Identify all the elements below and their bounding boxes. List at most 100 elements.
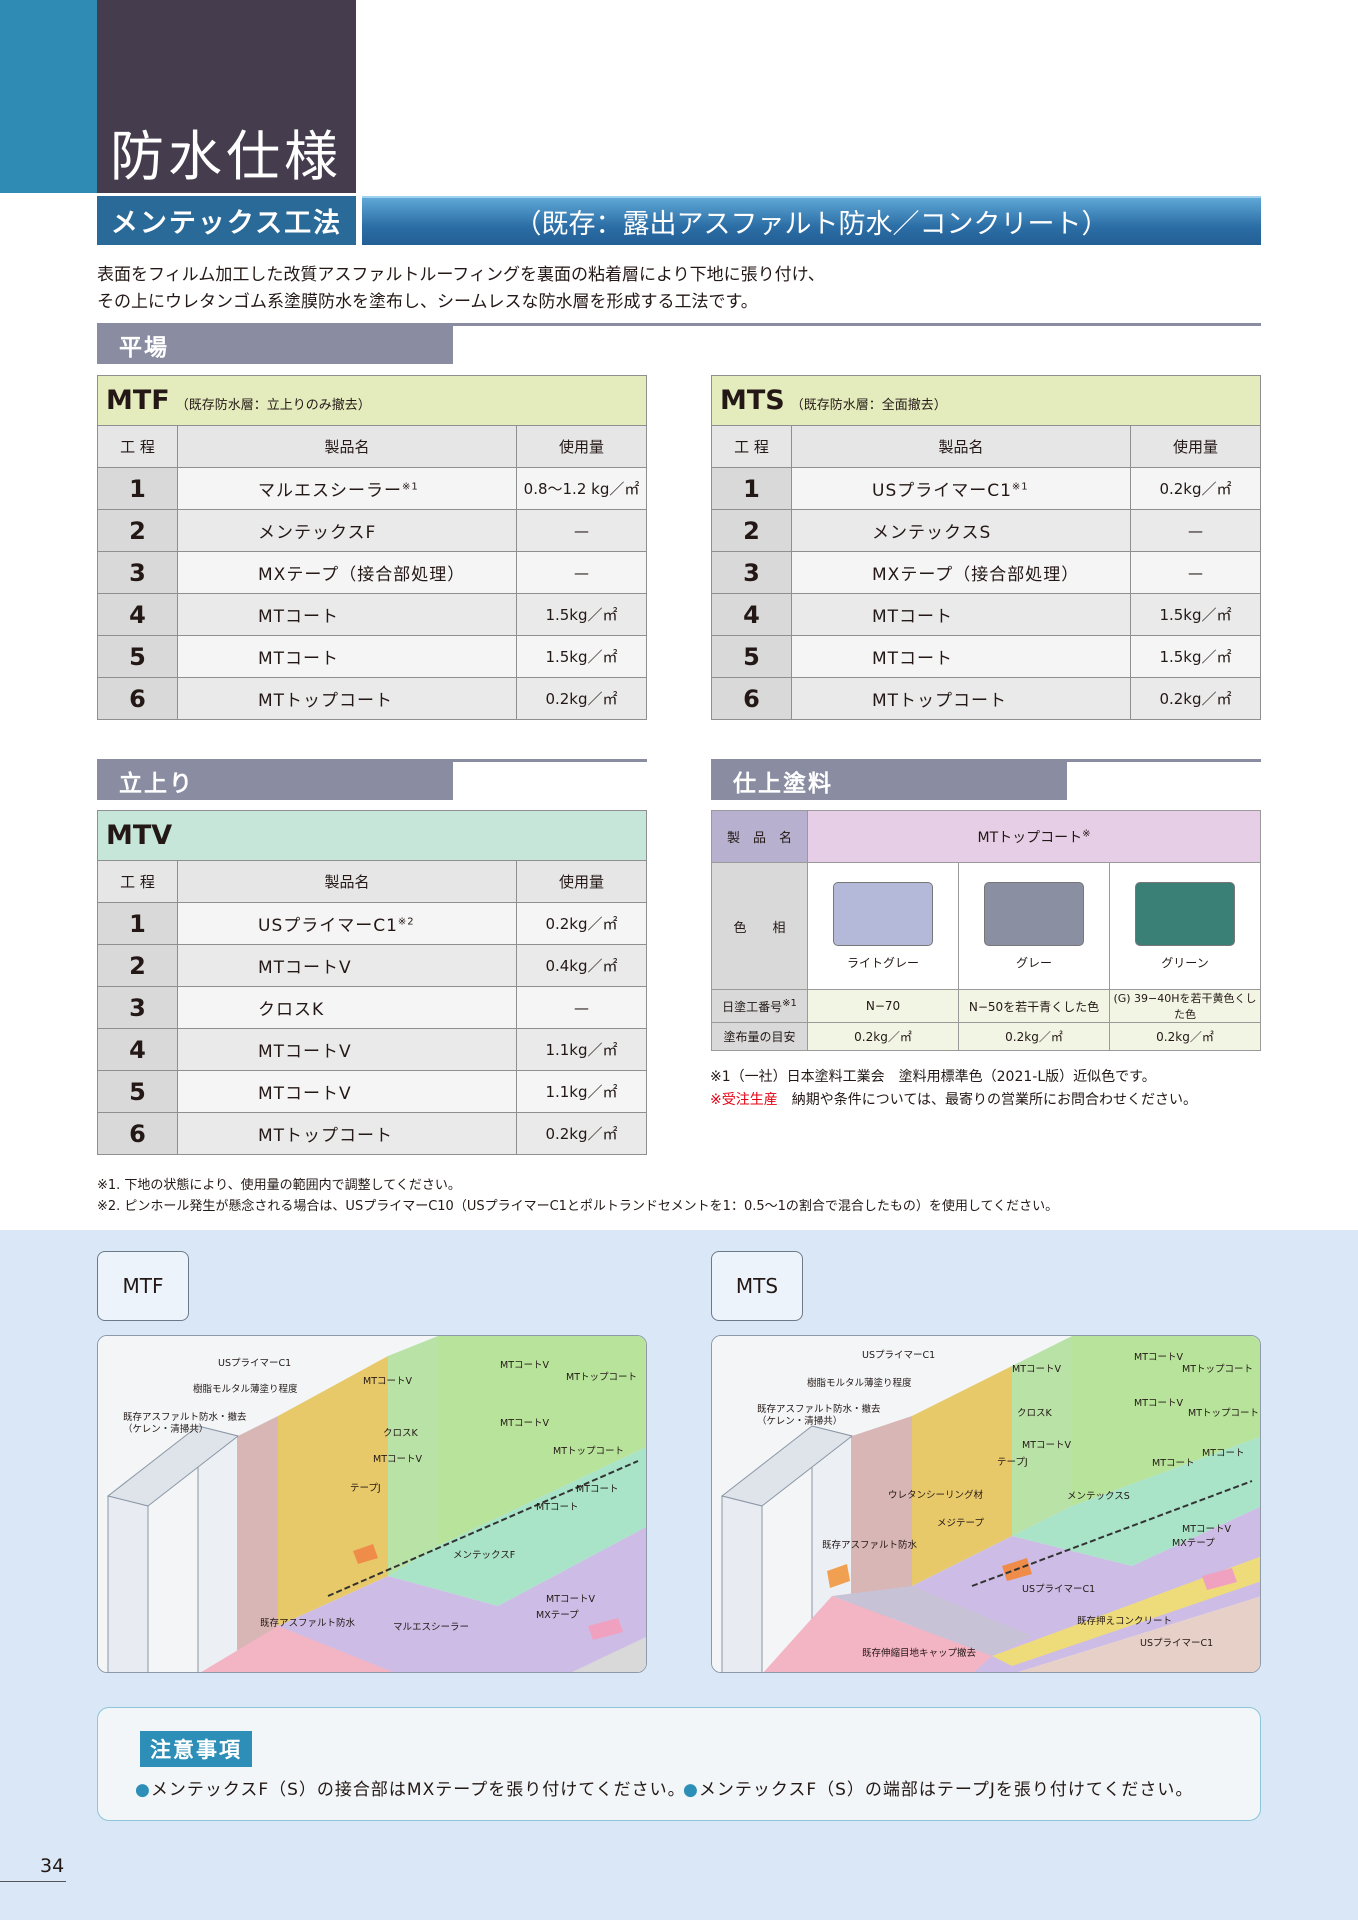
svg-text:USプライマーC1: USプライマーC1 (218, 1358, 291, 1369)
mts-note: （既存防水層：全面撤去） (790, 398, 947, 413)
col-amount: 使用量 (516, 425, 647, 468)
swatch-light-gray (833, 881, 933, 946)
header-title-band (97, 0, 356, 193)
svg-text:MTコートV: MTコートV (500, 1360, 549, 1371)
svg-text:マルエスシーラー: マルエスシーラー (393, 1622, 469, 1633)
svg-text:（ケレン・清掃共）: （ケレン・清掃共） (123, 1423, 208, 1435)
svg-text:樹脂モルタル薄塗り程度: 樹脂モルタル薄塗り程度 (807, 1377, 912, 1389)
diagram-tab-mts: MTS (711, 1251, 803, 1321)
svg-text:クロスK: クロスK (1017, 1408, 1053, 1419)
swatch-gray (984, 881, 1084, 946)
page-title: 防水仕様 (110, 125, 342, 188)
footnotes: ※1. 下地の状態により、使用量の範囲内で調整してください。 ※2. ピンホール… (97, 1175, 1058, 1217)
caution-item-2: ●メンテックスF（S）の端部はテープJを張り付けてください。 (683, 1780, 1194, 1800)
intro-line-1: 表面をフィルム加工した改質アスファルトルーフィングを裏面の粘着層により下地に張り… (97, 265, 825, 285)
svg-text:既存アスファルト防水・撤去: 既存アスファルト防水・撤去 (123, 1411, 247, 1423)
svg-text:MTトップコート: MTトップコート (566, 1372, 637, 1383)
col-product: 製品名 (177, 425, 517, 468)
svg-text:MTコート: MTコート (1152, 1458, 1195, 1469)
svg-text:MTコート: MTコート (1202, 1448, 1245, 1459)
mtf-diagram-labels: USプライマーC1 樹脂モルタル薄塗り程度 既存アスファルト防水・撤去 （ケレン… (123, 1358, 637, 1633)
method-name: メンテックス工法 (97, 196, 356, 245)
svg-text:MXテープ: MXテープ (536, 1610, 579, 1621)
color-cell-green: グリーン (1109, 862, 1261, 990)
svg-text:ウレタンシーリング材: ウレタンシーリング材 (888, 1489, 984, 1501)
mtv-code: MTV (106, 820, 173, 851)
svg-text:MTトップコート: MTトップコート (1188, 1408, 1259, 1419)
method-subtitle: （既存：露出アスファルト防水／コンクリート） (362, 196, 1261, 245)
page-number: 34 (40, 1855, 65, 1877)
svg-text:MTトップコート: MTトップコート (553, 1446, 624, 1457)
svg-text:MTコートV: MTコートV (1022, 1440, 1071, 1451)
finish-product: MTトップコート※ (807, 810, 1261, 863)
color-code: (G) 39−40Hを若干黄色くした色 (1109, 989, 1261, 1023)
color-cell-light-gray: ライトグレー (807, 862, 959, 990)
section-divider-rise (97, 759, 647, 762)
svg-text:既存アスファルト防水: 既存アスファルト防水 (260, 1617, 356, 1629)
svg-text:MTコートV: MTコートV (1182, 1524, 1231, 1535)
swatch-green (1135, 881, 1235, 946)
svg-text:MTコートV: MTコートV (1012, 1364, 1061, 1375)
mtf-caption: MTF（既存防水層：立上りのみ撤去） (97, 375, 647, 426)
color-name: ライトグレー (846, 955, 919, 970)
svg-text:メンテックスF: メンテックスF (453, 1550, 515, 1561)
color-code: N−70 (807, 989, 959, 1023)
svg-text:MTコート: MTコート (576, 1484, 619, 1495)
color-name: グレー (1015, 955, 1052, 970)
bullet-icon: ● (135, 1780, 151, 1800)
svg-text:既存アスファルト防水・撤去: 既存アスファルト防水・撤去 (757, 1403, 881, 1415)
col-product: 製品名 (177, 860, 517, 903)
col-amount: 使用量 (516, 860, 647, 903)
caution-title: 注意事項 (140, 1731, 252, 1767)
mtf-note: （既存防水層：立上りのみ撤去） (175, 398, 371, 413)
svg-text:既存押えコンクリート: 既存押えコンクリート (1077, 1615, 1172, 1627)
svg-text:MTコートV: MTコートV (500, 1418, 549, 1429)
finish-notes: ※1（一社）日本塗料工業会 塗料用標準色（2021-L版）近似色です。 ※受注生… (710, 1066, 1197, 1112)
svg-text:メンテックスS: メンテックスS (1067, 1491, 1130, 1502)
finish-table: 製 品 名 MTトップコート※ 色 相 ライトグレー グレー グリーン 日塗工番… (711, 810, 1261, 1051)
mtf-diagram: USプライマーC1 樹脂モルタル薄塗り程度 既存アスファルト防水・撤去 （ケレン… (97, 1335, 647, 1673)
color-code: N−50を若干青くした色 (958, 989, 1110, 1023)
intro-text: 表面をフィルム加工した改質アスファルトルーフィングを裏面の粘着層により下地に張り… (97, 262, 1267, 316)
section-title-rise: 立上り (97, 762, 453, 800)
finish-coverage-label: 塗布量の目安 (711, 1022, 808, 1051)
color-coverage: 0.2kg／㎡ (1109, 1022, 1261, 1051)
svg-text:MXテープ: MXテープ (1172, 1538, 1215, 1549)
finish-code-label: 日塗工番号※1 (711, 989, 808, 1023)
svg-text:MTコートV: MTコートV (1134, 1352, 1183, 1363)
svg-text:USプライマーC1: USプライマーC1 (1022, 1584, 1095, 1595)
mtv-caption: MTV (97, 810, 647, 861)
svg-text:テープJ: テープJ (350, 1483, 381, 1494)
svg-text:既存伸縮目地キャップ撤去: 既存伸縮目地キャップ撤去 (862, 1647, 977, 1659)
diagram-tab-mtf: MTF (97, 1251, 189, 1321)
svg-text:MTトップコート: MTトップコート (1182, 1364, 1253, 1375)
col-step: 工 程 (97, 860, 178, 903)
col-amount: 使用量 (1130, 425, 1261, 468)
svg-text:既存アスファルト防水: 既存アスファルト防水 (822, 1539, 918, 1551)
svg-text:MTコートV: MTコートV (363, 1376, 412, 1387)
col-step: 工 程 (711, 425, 792, 468)
caution-box (97, 1707, 1261, 1821)
section-divider-finish (711, 759, 1261, 762)
section-title-flat: 平場 (97, 326, 453, 364)
color-coverage: 0.2kg／㎡ (958, 1022, 1110, 1051)
footnote-2: ※2. ピンホール発生が懸念される場合は、USプライマーC10（USプライマーC… (97, 1199, 1059, 1214)
mts-caption: MTS（既存防水層：全面撤去） (711, 375, 1261, 426)
caution-item-1: ●メンテックスF（S）の接合部はMXテープを張り付けてください。 (135, 1780, 686, 1800)
color-cell-gray: グレー (958, 862, 1110, 990)
